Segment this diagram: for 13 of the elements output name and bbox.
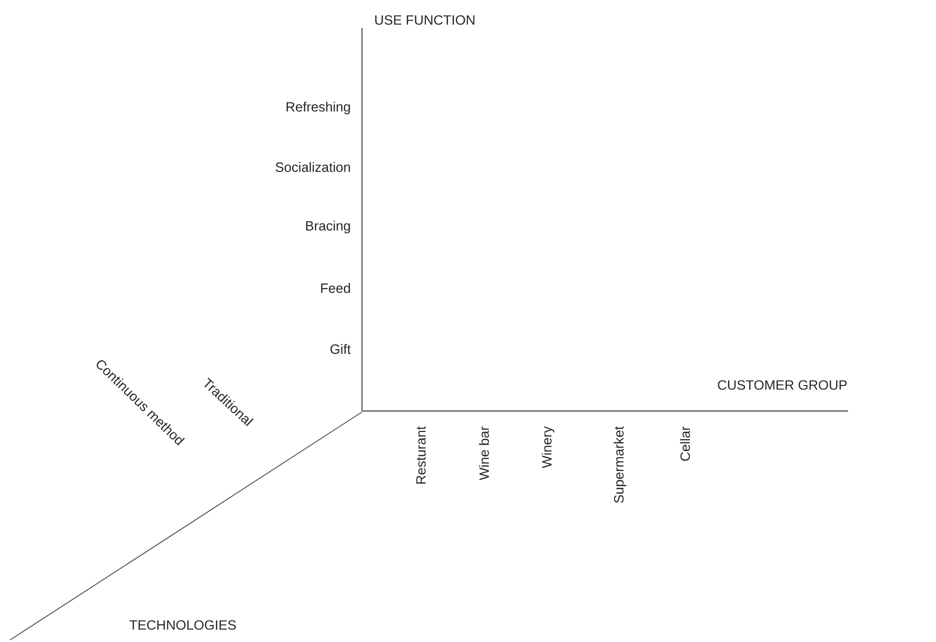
axis-value: Wine bar xyxy=(479,426,489,480)
axis-value: Gift xyxy=(330,344,351,354)
axis-title: USE FUNCTION xyxy=(375,15,474,25)
axis-value: Feed xyxy=(321,283,350,293)
axis-title: CUSTOMER GROUP xyxy=(718,380,847,390)
axis-value: Resturant xyxy=(416,426,426,484)
axis-value: Cellar xyxy=(680,426,690,461)
axis-value: Winery xyxy=(542,426,554,468)
axis-value: Supermarket xyxy=(614,426,626,503)
axis-title: TECHNOLOGIES xyxy=(130,620,236,630)
axis-value: Socialization xyxy=(276,162,350,172)
axis-value: Bracing xyxy=(306,220,350,234)
axis-value: Refreshing xyxy=(286,102,350,114)
